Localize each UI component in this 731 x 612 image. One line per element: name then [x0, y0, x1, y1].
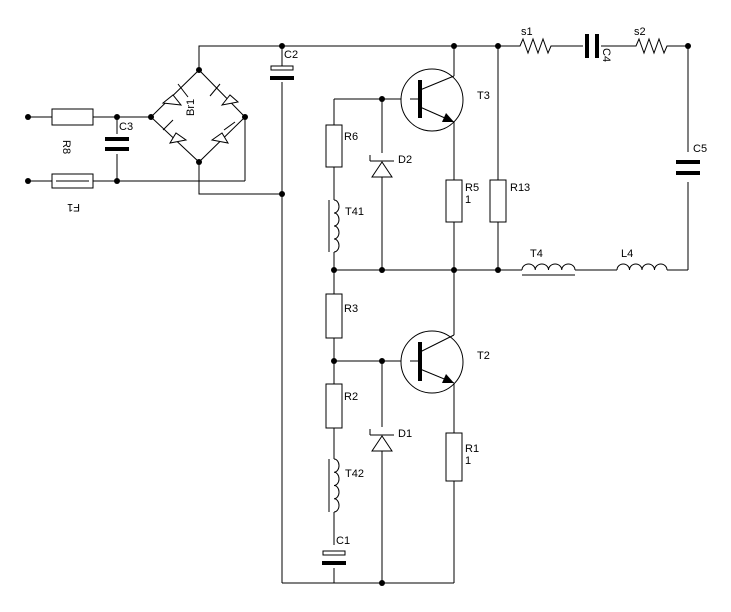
resistor-r1 [445, 432, 463, 482]
diode-d2 [369, 155, 394, 178]
label-f1: F1 [67, 201, 80, 213]
capacitor-c3 [105, 134, 129, 154]
label-br1: Br1 [185, 99, 197, 116]
diode-br-d [210, 121, 236, 144]
label-c2: C2 [284, 49, 298, 61]
transformer-winding-t4 [521, 263, 576, 276]
resistor-r2 [325, 383, 343, 429]
capacitor-c5 [676, 152, 700, 182]
resistor-r3 [325, 293, 343, 339]
label-t2: T2 [477, 350, 490, 362]
label-r1: R1 [465, 443, 479, 455]
inductor-l4 [616, 263, 668, 271]
diode-d1 [369, 429, 394, 452]
resistor-s1 [514, 37, 556, 55]
label-r3: R3 [344, 303, 358, 315]
resistor-r13 [489, 179, 507, 223]
label-r13: R13 [510, 182, 530, 194]
label-r1-value: 1 [465, 455, 471, 467]
label-c1: C1 [336, 535, 350, 547]
diode-br-c [162, 119, 188, 144]
label-r2: R2 [344, 391, 358, 403]
diode-br-b [209, 83, 240, 106]
resistor-s2 [630, 37, 672, 55]
label-t42: T42 [345, 468, 364, 480]
capacitor-c2 [270, 65, 294, 82]
label-l4: L4 [621, 248, 633, 260]
label-t41: T41 [345, 206, 364, 218]
label-d2: D2 [398, 154, 412, 166]
inductor-t42 [328, 458, 340, 513]
label-t4: T4 [530, 248, 543, 260]
label-r5: R5 [465, 182, 479, 194]
capacitor-c1 [322, 545, 346, 568]
label-c3: C3 [119, 121, 133, 133]
transistor-t2 [400, 330, 464, 394]
label-t3: T3 [477, 90, 490, 102]
resistor-r8 [51, 108, 94, 126]
label-s2: s2 [634, 26, 646, 38]
resistor-r5 [445, 179, 463, 223]
label-c4: C4 [600, 48, 612, 62]
capacitor-c4 [583, 34, 601, 58]
label-d1: D1 [398, 428, 412, 440]
label-c5: C5 [693, 143, 707, 155]
label-r8: R8 [60, 140, 72, 154]
label-r5-value: 1 [465, 194, 471, 206]
label-r6: R6 [344, 131, 358, 143]
diode-br-a [161, 83, 189, 106]
wires [28, 45, 689, 584]
resistor-r6 [325, 124, 343, 168]
bridge-rectifier-br1 [161, 83, 240, 144]
inductor-t41 [328, 199, 340, 253]
junction-dots [25, 43, 691, 586]
transistor-t3 [400, 68, 464, 132]
label-s1: s1 [521, 26, 533, 38]
